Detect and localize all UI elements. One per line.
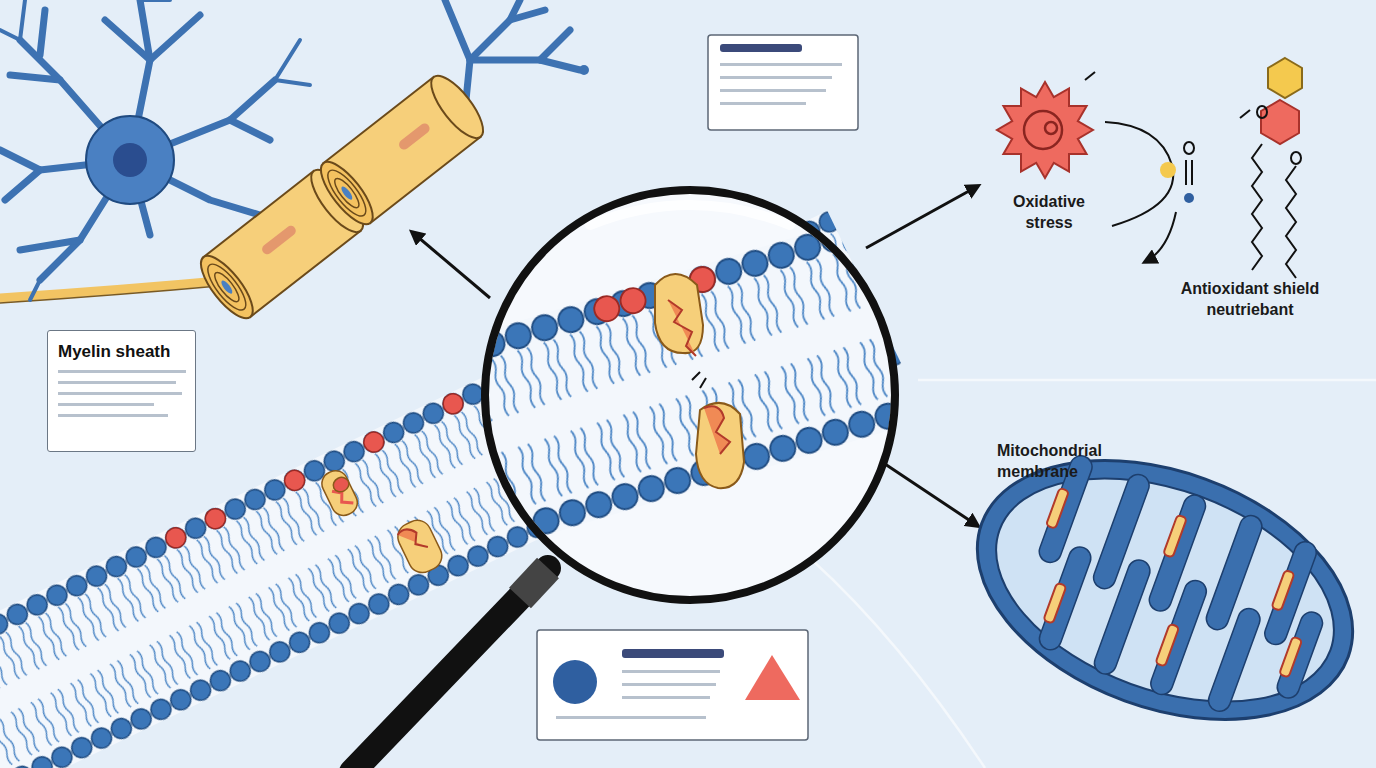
info-card	[537, 630, 808, 740]
placeholder-line	[58, 403, 154, 406]
damaged-protein	[655, 274, 744, 488]
placeholder-line	[58, 392, 182, 395]
figure-label: Mitochondrial membrane	[997, 440, 1147, 482]
figure-label: Antioxidant shield neutriebant	[1148, 278, 1352, 320]
ros-burst	[997, 72, 1095, 178]
card-heading: Myelin sheath	[58, 342, 185, 362]
label-card: Myelin sheath	[47, 330, 196, 452]
placeholder-line	[58, 370, 186, 373]
placeholder-line	[58, 414, 168, 417]
placeholder-line	[58, 381, 176, 384]
mitochondrion	[941, 412, 1376, 767]
myelin-segment	[312, 68, 491, 231]
magnifier	[352, 187, 1020, 768]
pointer-arrow	[412, 186, 978, 526]
info-card	[708, 35, 858, 130]
figure-label: Oxidative stress	[990, 191, 1108, 233]
antioxidant-molecule	[1105, 58, 1302, 278]
